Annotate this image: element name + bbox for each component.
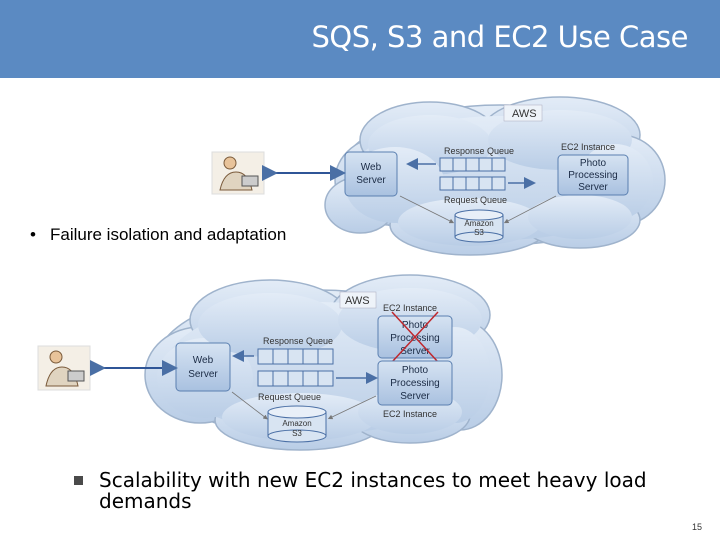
- user-icon-bottom: [37, 345, 91, 391]
- photo-server-label-bottom-3: Server: [400, 391, 430, 402]
- slide-title: SQS, S3 and EC2 Use Case: [311, 20, 688, 54]
- top-diagram: AWS Web Server Response Queue Request Qu…: [211, 96, 666, 256]
- s3-arrow-right-bottom: [327, 395, 377, 420]
- s3-label-top-1: Amazon: [464, 219, 493, 228]
- title-bar: SQS, S3 and EC2 Use Case: [0, 0, 720, 78]
- photo-server-label-bottom-2: Processing: [390, 378, 439, 389]
- bullet-1-text: Failure isolation and adaptation: [50, 225, 287, 244]
- photo-server-failed-label-2: Processing: [390, 333, 439, 344]
- response-queue-label-top: Response Queue: [444, 146, 514, 156]
- request-queue-bottom: [257, 370, 334, 387]
- photo-server-box-top: [557, 154, 629, 196]
- web-server-box-top: [344, 151, 398, 197]
- ec2-label-bottom-bottom: EC2 Instance: [383, 409, 437, 419]
- web-server-box-bottom: [175, 342, 231, 392]
- s3-bucket-bottom: [267, 405, 327, 443]
- bottom-diagram: AWS Web Server Response Queue Request Qu…: [37, 274, 503, 451]
- s3-label-bottom-2: S3: [292, 429, 302, 438]
- request-queue-label-top: Request Queue: [444, 195, 507, 205]
- ec2-label-bottom-top: EC2 Instance: [383, 303, 437, 313]
- response-queue-top: [439, 157, 506, 172]
- web-server-label-bottom-1: Web: [193, 355, 214, 366]
- bullet-2-text: Scalability with new EC2 instances to me…: [99, 468, 647, 513]
- aws-label-box-bottom: [339, 291, 377, 309]
- s3-arrow-left-bottom: [231, 391, 268, 420]
- web-server-label-bottom-2: Server: [188, 369, 218, 380]
- s3-label-top-2: S3: [474, 228, 484, 237]
- aws-label-box-top: [503, 104, 543, 122]
- bullet-dot-icon: •: [30, 225, 36, 244]
- user-icon-top: [211, 151, 265, 195]
- photo-server-failed-label-1: Photo: [402, 320, 429, 331]
- response-queue-bottom: [257, 348, 334, 365]
- s3-arrow-right-top: [503, 195, 557, 224]
- aws-label-bottom: AWS: [345, 295, 370, 307]
- photo-server-failed-label-3: Server: [400, 346, 430, 357]
- bullet-scalability: Scalability with new EC2 instances to me…: [74, 470, 674, 512]
- photo-server-label-top-2: Processing: [568, 170, 617, 181]
- photo-server-label-top-1: Photo: [580, 158, 607, 169]
- page-number: 15: [691, 522, 702, 532]
- ec2-label-top: EC2 Instance: [561, 142, 615, 152]
- bullet-failure-isolation: • Failure isolation and adaptation: [30, 225, 286, 245]
- s3-arrow-left-top: [399, 195, 455, 224]
- photo-server-box-bottom: [377, 360, 453, 406]
- request-queue-top: [439, 176, 506, 191]
- photo-server-label-bottom-1: Photo: [402, 365, 429, 376]
- failure-cross-icon: [391, 311, 439, 363]
- bullet-square-icon: [74, 476, 83, 485]
- web-server-label-top-1: Web: [361, 162, 382, 173]
- request-queue-label-bottom: Request Queue: [258, 392, 321, 402]
- s3-bucket-top: [454, 209, 504, 243]
- response-queue-label-bottom: Response Queue: [263, 336, 333, 346]
- photo-server-label-top-3: Server: [578, 182, 608, 193]
- web-server-label-top-2: Server: [356, 175, 386, 186]
- aws-label-top: AWS: [512, 108, 537, 120]
- s3-label-bottom-1: Amazon: [282, 419, 311, 428]
